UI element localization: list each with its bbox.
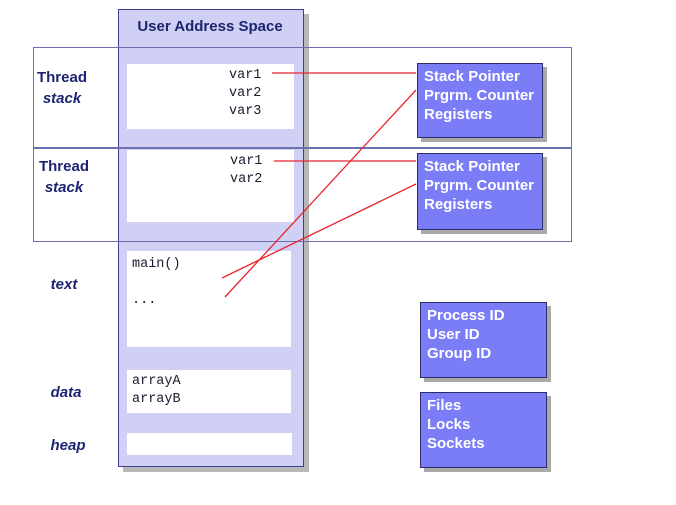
segment-label-heap: heap (50, 437, 86, 454)
stack-1-var: var2 (229, 86, 262, 101)
resource-item: Files (427, 397, 462, 414)
text-line: ... (132, 293, 157, 308)
text-segment: main() ... (127, 251, 291, 347)
thread-label-1-line1: Thread (36, 69, 87, 86)
process-info-item: Group ID (427, 345, 492, 362)
register-item: Prgrm. Counter (424, 87, 535, 104)
data-line: arrayA (132, 374, 181, 389)
register-item: Stack Pointer (424, 158, 520, 175)
thread-label-1-line2: stack (42, 90, 82, 107)
thread-label-2-line2: stack (44, 179, 84, 196)
segment-label-text: text (50, 276, 78, 293)
process-info-item: User ID (427, 326, 480, 343)
data-line: arrayB (132, 392, 181, 407)
thread-band-2 (33, 147, 572, 242)
stack-1-var: var1 (229, 68, 262, 83)
stack-1-var: var3 (229, 104, 262, 119)
address-space-title: User Address Space (137, 18, 283, 35)
thread-1-registers-box: Stack Pointer Prgrm. Counter Registers (417, 63, 543, 138)
thread-2-registers-box: Stack Pointer Prgrm. Counter Registers (417, 153, 543, 230)
text-line: main() (132, 257, 181, 272)
resource-item: Locks (427, 416, 471, 433)
process-info-box: Process ID User ID Group ID (420, 302, 547, 378)
register-item: Prgrm. Counter (424, 177, 535, 194)
segment-label-data: data (50, 384, 82, 401)
connector-line (221, 183, 417, 279)
connector-line (224, 89, 417, 298)
process-info-item: Process ID (427, 307, 505, 324)
register-item: Stack Pointer (424, 68, 520, 85)
thread-stack-1: var1 var2 var3 (127, 64, 294, 129)
thread-label-2-line1: Thread (38, 158, 89, 175)
stack-2-var: var1 (230, 154, 263, 169)
resources-box: Files Locks Sockets (420, 392, 547, 468)
data-segment: arrayA arrayB (127, 370, 291, 413)
heap-segment (127, 433, 292, 455)
thread-label-1: Thread stack (22, 69, 102, 107)
thread-band-1 (33, 47, 572, 149)
thread-label-2: Thread stack (24, 158, 104, 196)
thread-stack-2: var1 var2 (127, 150, 294, 222)
stack-2-var: var2 (230, 172, 263, 187)
resource-item: Sockets (427, 435, 485, 452)
register-item: Registers (424, 106, 493, 123)
register-item: Registers (424, 196, 493, 213)
